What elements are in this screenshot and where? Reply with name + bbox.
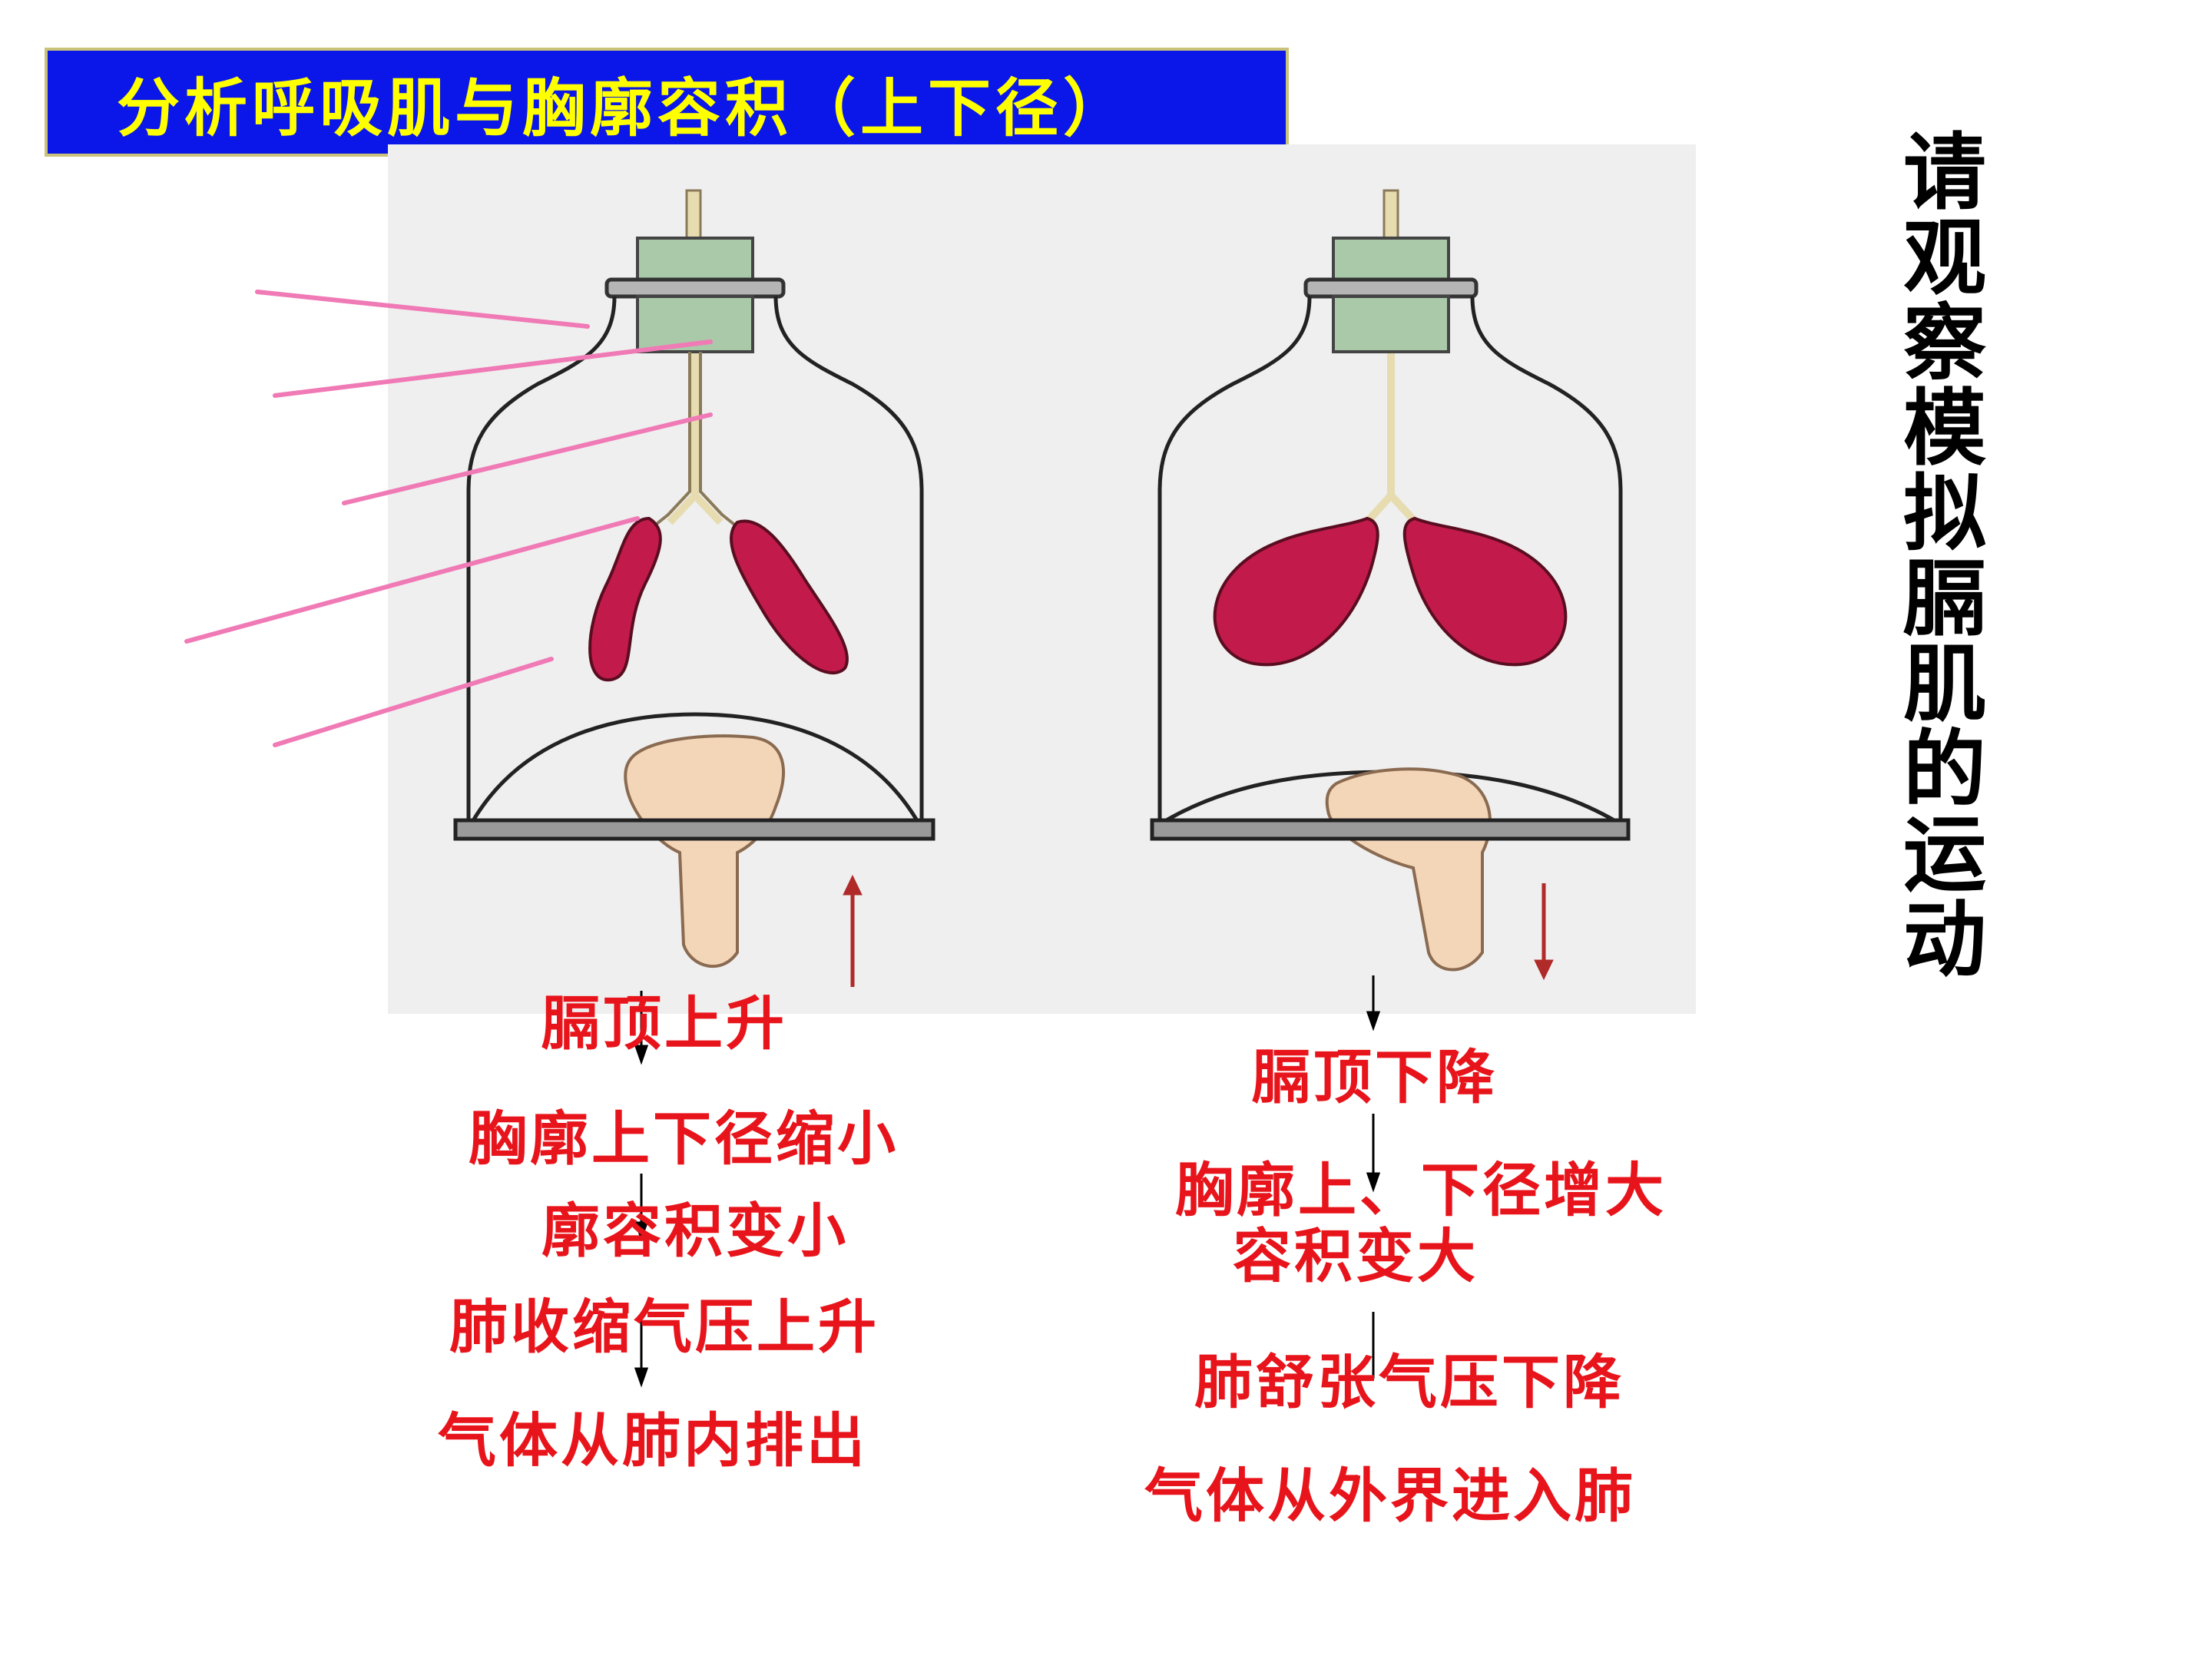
pointer-line-2 [273,339,713,398]
side-title-char: 拟 [1902,466,1986,562]
right-down-arrow [1534,883,1554,981]
left-jar [453,189,935,987]
right-jar-outline [1157,296,1623,822]
right-flow-arrows [1366,975,1381,1379]
side-title-char: 请 [1902,125,1986,221]
inhale-step-1: 膈顶下降 [1252,1043,1498,1111]
left-lung-left [588,516,662,682]
side-title-char: 膈 [1902,551,1986,647]
side-title-char: 动 [1902,892,1986,988]
exhale-step-1: 膈顶上升 [541,989,787,1058]
inhale-step-4: 肺舒张气压下降 [1194,1348,1624,1416]
side-title-char: 的 [1902,722,1986,818]
right-tube-top [1382,189,1399,244]
inhale-step-2: 胸廓上、下径增大 [1175,1156,1667,1224]
left-flow-arrows [634,991,649,1388]
side-title-char: 观 [1902,210,1986,306]
side-title-char: 察 [1902,296,1986,392]
left-diaphragm [470,712,920,823]
pointer-lines [184,290,713,747]
pointer-line-3 [342,412,713,505]
left-hand [624,734,785,968]
page-title: 分析呼吸肌与胸廓容积（上下径） [117,71,1131,145]
side-title-char: 模 [1902,381,1986,477]
inhale-step-5: 气体从外界进入肺 [1144,1462,1636,1530]
pointer-line-4 [184,516,640,644]
side-title: 请 观 察 模 拟 膈 肌 的 运 动 [1883,131,2006,983]
right-lung-right [1402,516,1568,667]
left-stopper-lower [636,295,754,353]
right-jar [1150,189,1631,981]
pointer-line-5 [273,657,554,747]
right-base-plate [1150,818,1631,841]
left-up-arrow [843,874,863,987]
left-jar-neck [604,277,786,299]
left-lung-right [730,519,849,674]
right-lung-left [1213,516,1379,667]
side-title-char: 运 [1902,807,1986,903]
right-stopper [1332,237,1450,286]
pointer-line-1 [255,290,590,329]
exhale-step-4: 肺收缩气压上升 [449,1293,879,1361]
exhale-step-3: 廓容积变小 [541,1197,849,1265]
exhale-step-5: 气体从肺内排出 [438,1406,868,1475]
exhale-step-2: 胸廓上下径缩小 [469,1104,899,1173]
right-jar-neck [1303,277,1479,299]
right-stopper-lower [1332,295,1450,353]
side-title-char: 肌 [1902,637,1986,733]
left-tube-top [685,189,702,244]
left-stopper [636,237,754,286]
left-jar-outline [466,296,924,822]
left-base-plate [453,818,935,841]
inhale-step-3: 容积变大 [1233,1222,1479,1290]
title-banner: 分析呼吸肌与胸廓容积（上下径） [45,48,1289,157]
